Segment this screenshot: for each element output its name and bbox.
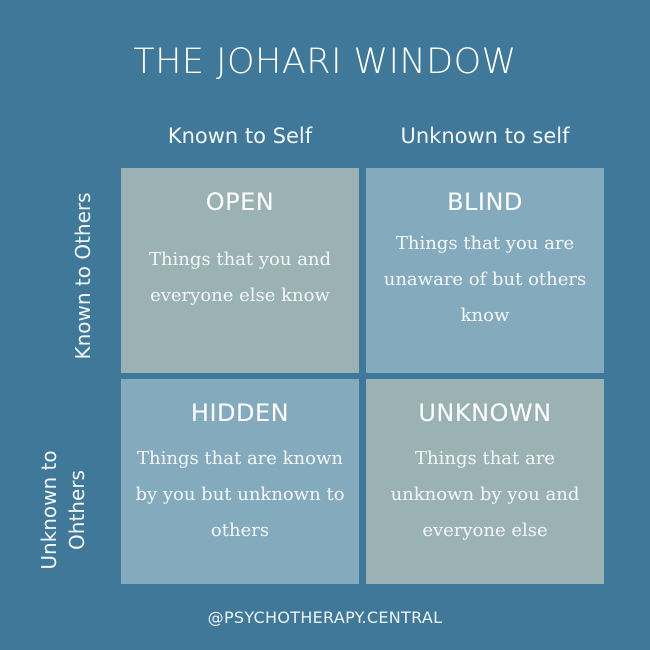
column-label-unknown-to-self: Unknown to self: [400, 124, 570, 148]
row-label-unknown-to-others: Unknown to Ohthers: [37, 450, 89, 570]
row-label-known-to-others: Known to Others: [71, 192, 95, 360]
quadrant-hidden-description: Things that are known by you but unknown…: [135, 448, 345, 541]
quadrant-blind-title: BLIND: [447, 188, 523, 216]
footer-handle: @PSYCHOTHERAPY.CENTRAL: [207, 608, 443, 627]
quadrant-unknown-description: Things that are unknown by you and every…: [390, 448, 580, 541]
diagram-title: THE JOHARI WINDOW: [133, 42, 517, 82]
column-label-known-to-self: Known to Self: [167, 124, 313, 148]
quadrant-unknown-title: UNKNOWN: [418, 399, 552, 427]
quadrant-hidden-title: HIDDEN: [190, 399, 290, 427]
quadrant-hidden: HIDDEN Things that are known by you but …: [121, 379, 359, 584]
quadrant-blind-description: Things that you are unaware of but other…: [383, 233, 587, 326]
quadrant-unknown: UNKNOWN Things that are unknown by you a…: [366, 379, 604, 584]
quadrant-open-description: Things that you and everyone else know: [148, 249, 332, 306]
quadrant-blind: BLIND Things that you are unaware of but…: [366, 168, 604, 373]
quadrant-open-title: OPEN: [205, 188, 275, 216]
quadrant-open: OPEN Things that you and everyone else k…: [121, 168, 359, 373]
